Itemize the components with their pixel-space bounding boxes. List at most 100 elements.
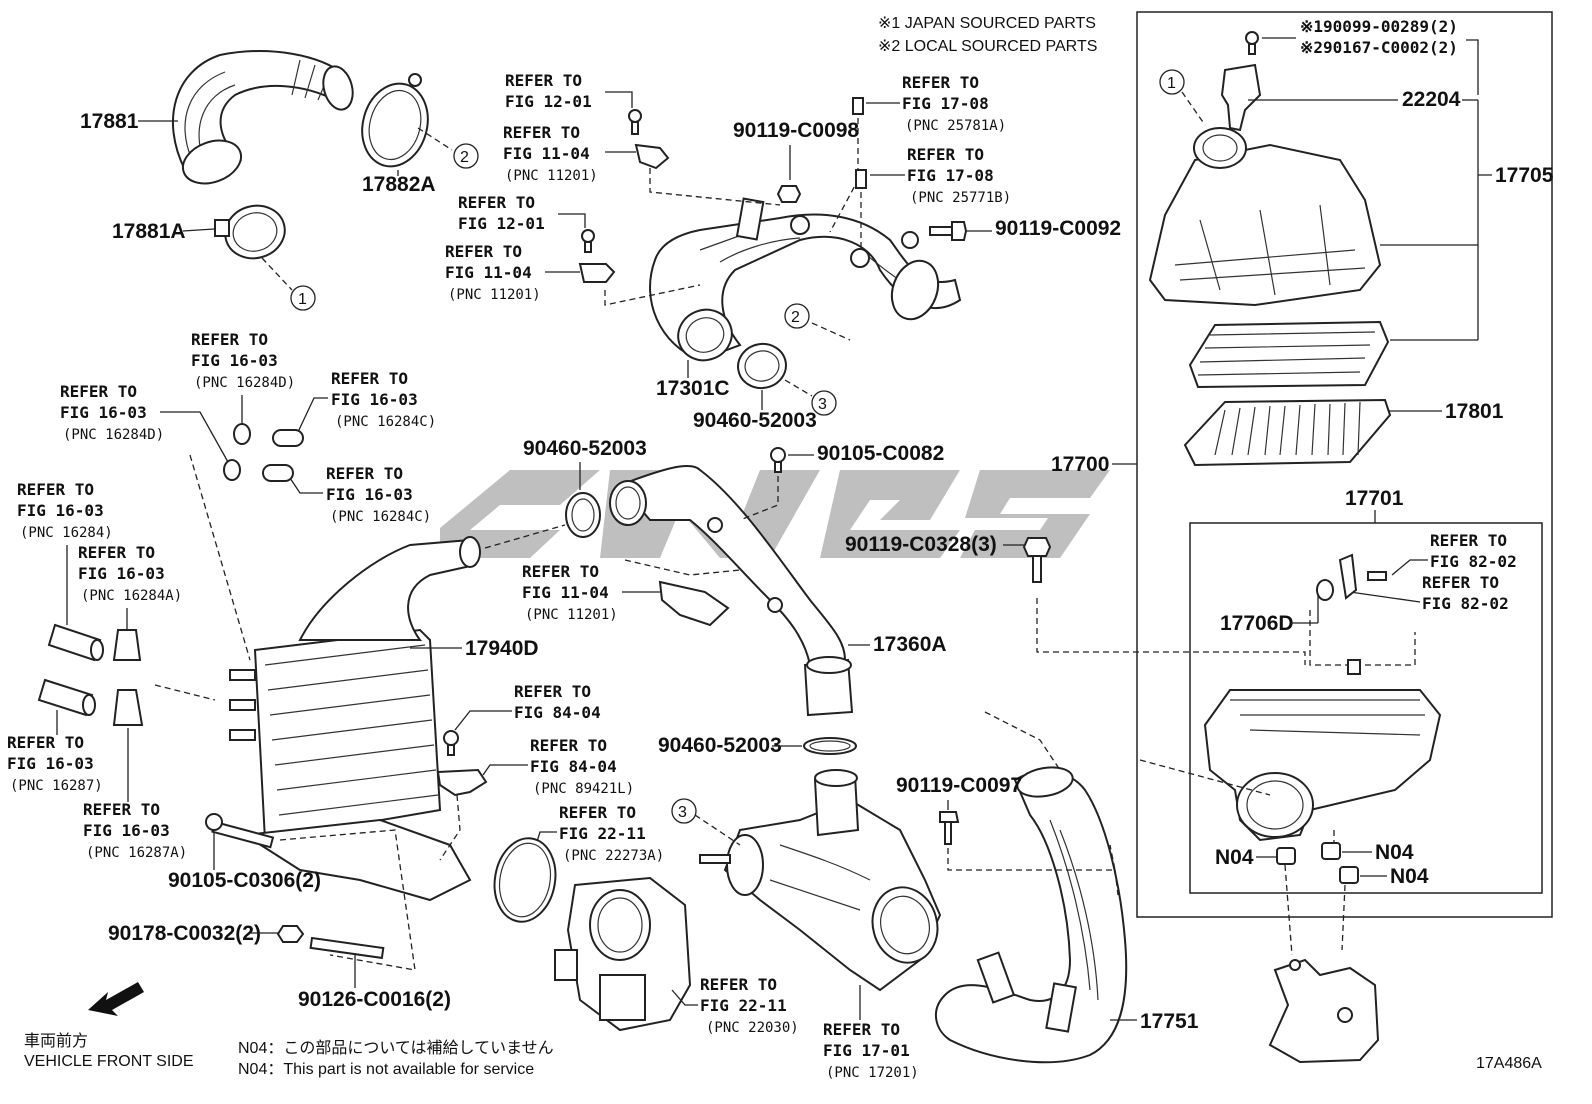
part-17751-label[interactable]: 17751 <box>1140 1010 1199 1033</box>
part-90105-C0306-label[interactable]: 90105-C0306(2) <box>168 869 321 892</box>
refer-fig-12-01-a[interactable]: FIG 12-01 <box>505 92 592 111</box>
part-17940D-label[interactable]: 17940D <box>465 637 539 660</box>
part-17881-label[interactable]: 17881 <box>80 110 139 133</box>
part-17706D-label[interactable]: 17706D <box>1220 612 1294 635</box>
refer-fig-84-04-a[interactable]: FIG 84-04 <box>514 703 601 722</box>
part-90460-label-mid[interactable]: 90460-52003 <box>523 437 647 460</box>
air-cleaner-cover-17705-drawing <box>1148 127 1382 307</box>
hose-stub-a <box>272 429 304 447</box>
sensor-icon-b <box>578 263 616 283</box>
part-17301C-label[interactable]: 17301C <box>656 377 730 400</box>
clamp-90460-top-drawing <box>737 342 787 390</box>
sensor-22204-drawing <box>1220 63 1262 132</box>
refer-r19-l1: REFER TO <box>700 975 777 994</box>
refer-fig-16-03-h[interactable]: FIG 16-03 <box>83 821 170 840</box>
callout-3-low <box>671 798 697 824</box>
part-17882A-label[interactable]: 17882A <box>362 173 436 196</box>
part-90099-00289-label[interactable]: ※190099-00289(2) <box>1300 17 1458 36</box>
part-90119-C0328-label[interactable]: 90119-C0328(3) <box>845 533 997 556</box>
refer-fig-84-04-b[interactable]: FIG 84-04 <box>530 757 617 776</box>
refer-r3-l1: REFER TO <box>902 73 979 92</box>
bolt-84-04-drawing <box>443 730 459 756</box>
refer-fig-16-03-e[interactable]: FIG 16-03 <box>17 501 104 520</box>
clamp-90460-low-drawing <box>803 737 857 755</box>
refer-fig-17-08-a[interactable]: FIG 17-08 <box>902 94 989 113</box>
pnc-11201-c: (PNC 11201) <box>525 607 618 623</box>
bracket-82-02-drawing <box>1338 553 1387 600</box>
pnc-22030: (PNC 22030) <box>706 1020 799 1036</box>
part-90167-C0002-label[interactable]: ※290167-C0002(2) <box>1300 38 1458 57</box>
refer-fig-11-04-a[interactable]: FIG 11-04 <box>503 144 590 163</box>
clip-16287A-drawing <box>112 689 144 726</box>
refer-fig-12-01-b[interactable]: FIG 12-01 <box>458 214 545 233</box>
part-90119-C0098-label[interactable]: 90119-C0098 <box>733 119 859 142</box>
part-90460-label-low[interactable]: 90460-52003 <box>658 734 782 757</box>
refer-fig-17-01[interactable]: FIG 17-01 <box>823 1041 910 1060</box>
refer-r22-l1: REFER TO <box>1422 573 1499 592</box>
part-17701-label[interactable]: 17701 <box>1345 487 1404 510</box>
pipe-17360A-drawing <box>609 464 854 717</box>
callout-3-mid <box>811 390 837 416</box>
part-17705-label[interactable]: 17705 <box>1495 164 1554 187</box>
pnc-11201-b: (PNC 11201) <box>448 287 541 303</box>
refer-r13-l1: REFER TO <box>7 733 84 752</box>
n04-label-left[interactable]: N04 <box>1215 846 1254 869</box>
part-17801-label[interactable]: 17801 <box>1445 400 1504 423</box>
pnc-25771B: (PNC 25771B) <box>910 190 1011 206</box>
part-17360A-label[interactable]: 17360A <box>873 633 947 656</box>
n04-label-right-1[interactable]: N04 <box>1375 841 1414 864</box>
pnc-16284D-b: (PNC 16284D) <box>63 427 164 443</box>
part-90105-C0082-label[interactable]: 90105-C0082 <box>817 442 944 465</box>
refer-fig-11-04-c[interactable]: FIG 11-04 <box>522 583 609 602</box>
callout-1-top <box>290 285 316 311</box>
n04-note-en: N04：This part is not available for servi… <box>238 1061 534 1078</box>
refer-r1-l1: REFER TO <box>505 71 582 90</box>
vehicle-front-en: VEHICLE FRONT SIDE <box>24 1053 194 1070</box>
part-90460-label-top[interactable]: 90460-52003 <box>693 409 817 432</box>
part-90119-C0092-label[interactable]: 90119-C0092 <box>995 217 1121 240</box>
bolt-90105-C0306-drawing <box>205 813 275 849</box>
refer-r21-l1: REFER TO <box>1430 531 1507 550</box>
bolt-icon-c0098 <box>776 185 802 203</box>
hose-16287-drawing <box>37 678 96 717</box>
clip-icon-a <box>233 423 251 445</box>
refer-fig-16-03-g[interactable]: FIG 16-03 <box>7 754 94 773</box>
refer-r6-l1: REFER TO <box>445 242 522 261</box>
bolt-icon <box>628 109 642 135</box>
gasket-22273A-drawing <box>493 837 557 923</box>
part-90119-C0097-label[interactable]: 90119-C0097 <box>896 774 1022 797</box>
hose-16284-drawing <box>47 623 104 662</box>
refer-fig-16-03-f[interactable]: FIG 16-03 <box>78 564 165 583</box>
pnc-11201-a: (PNC 11201) <box>505 168 598 184</box>
refer-r14-l1: REFER TO <box>83 800 160 819</box>
refer-fig-22-11-a[interactable]: FIG 22-11 <box>559 824 646 843</box>
n04-label-right-2[interactable]: N04 <box>1390 865 1429 888</box>
refer-fig-82-02-a[interactable]: FIG 82-02 <box>1430 552 1517 571</box>
refer-fig-22-11-b[interactable]: FIG 22-11 <box>700 996 787 1015</box>
refer-fig-82-02-b[interactable]: FIG 82-02 <box>1422 594 1509 613</box>
refer-fig-16-03-a[interactable]: FIG 16-03 <box>191 351 278 370</box>
sensor-icon <box>634 143 670 170</box>
refer-fig-16-03-b[interactable]: FIG 16-03 <box>331 390 418 409</box>
clip-icon-b <box>223 459 241 481</box>
clamp-90460-mid-drawing <box>565 492 601 538</box>
part-90126-C0016-label[interactable]: 90126-C0016(2) <box>298 988 451 1011</box>
filter-element-17801-drawing <box>1183 398 1392 467</box>
part-17700-label[interactable]: 17700 <box>1051 453 1109 476</box>
clamp-17882A-drawing <box>361 73 429 168</box>
refer-fig-11-04-b[interactable]: FIG 11-04 <box>445 263 532 282</box>
pnc-22273A: (PNC 22273A) <box>563 848 664 864</box>
refer-fig-17-08-b[interactable]: FIG 17-08 <box>907 166 994 185</box>
svg-text:1: 1 <box>1167 75 1176 92</box>
part-90178-C0032-label[interactable]: 90178-C0032(2) <box>108 922 261 945</box>
refer-fig-16-03-c[interactable]: FIG 16-03 <box>60 403 147 422</box>
part-22204-label[interactable]: 22204 <box>1402 88 1461 111</box>
svg-text:3: 3 <box>678 804 687 821</box>
part-17881A-label[interactable]: 17881A <box>112 220 186 243</box>
refer-r11-l1: REFER TO <box>17 480 94 499</box>
mounting-bracket-drawing <box>1268 958 1380 1064</box>
refer-fig-16-03-d[interactable]: FIG 16-03 <box>326 485 413 504</box>
figure-code: 17A486A <box>1476 1055 1542 1072</box>
